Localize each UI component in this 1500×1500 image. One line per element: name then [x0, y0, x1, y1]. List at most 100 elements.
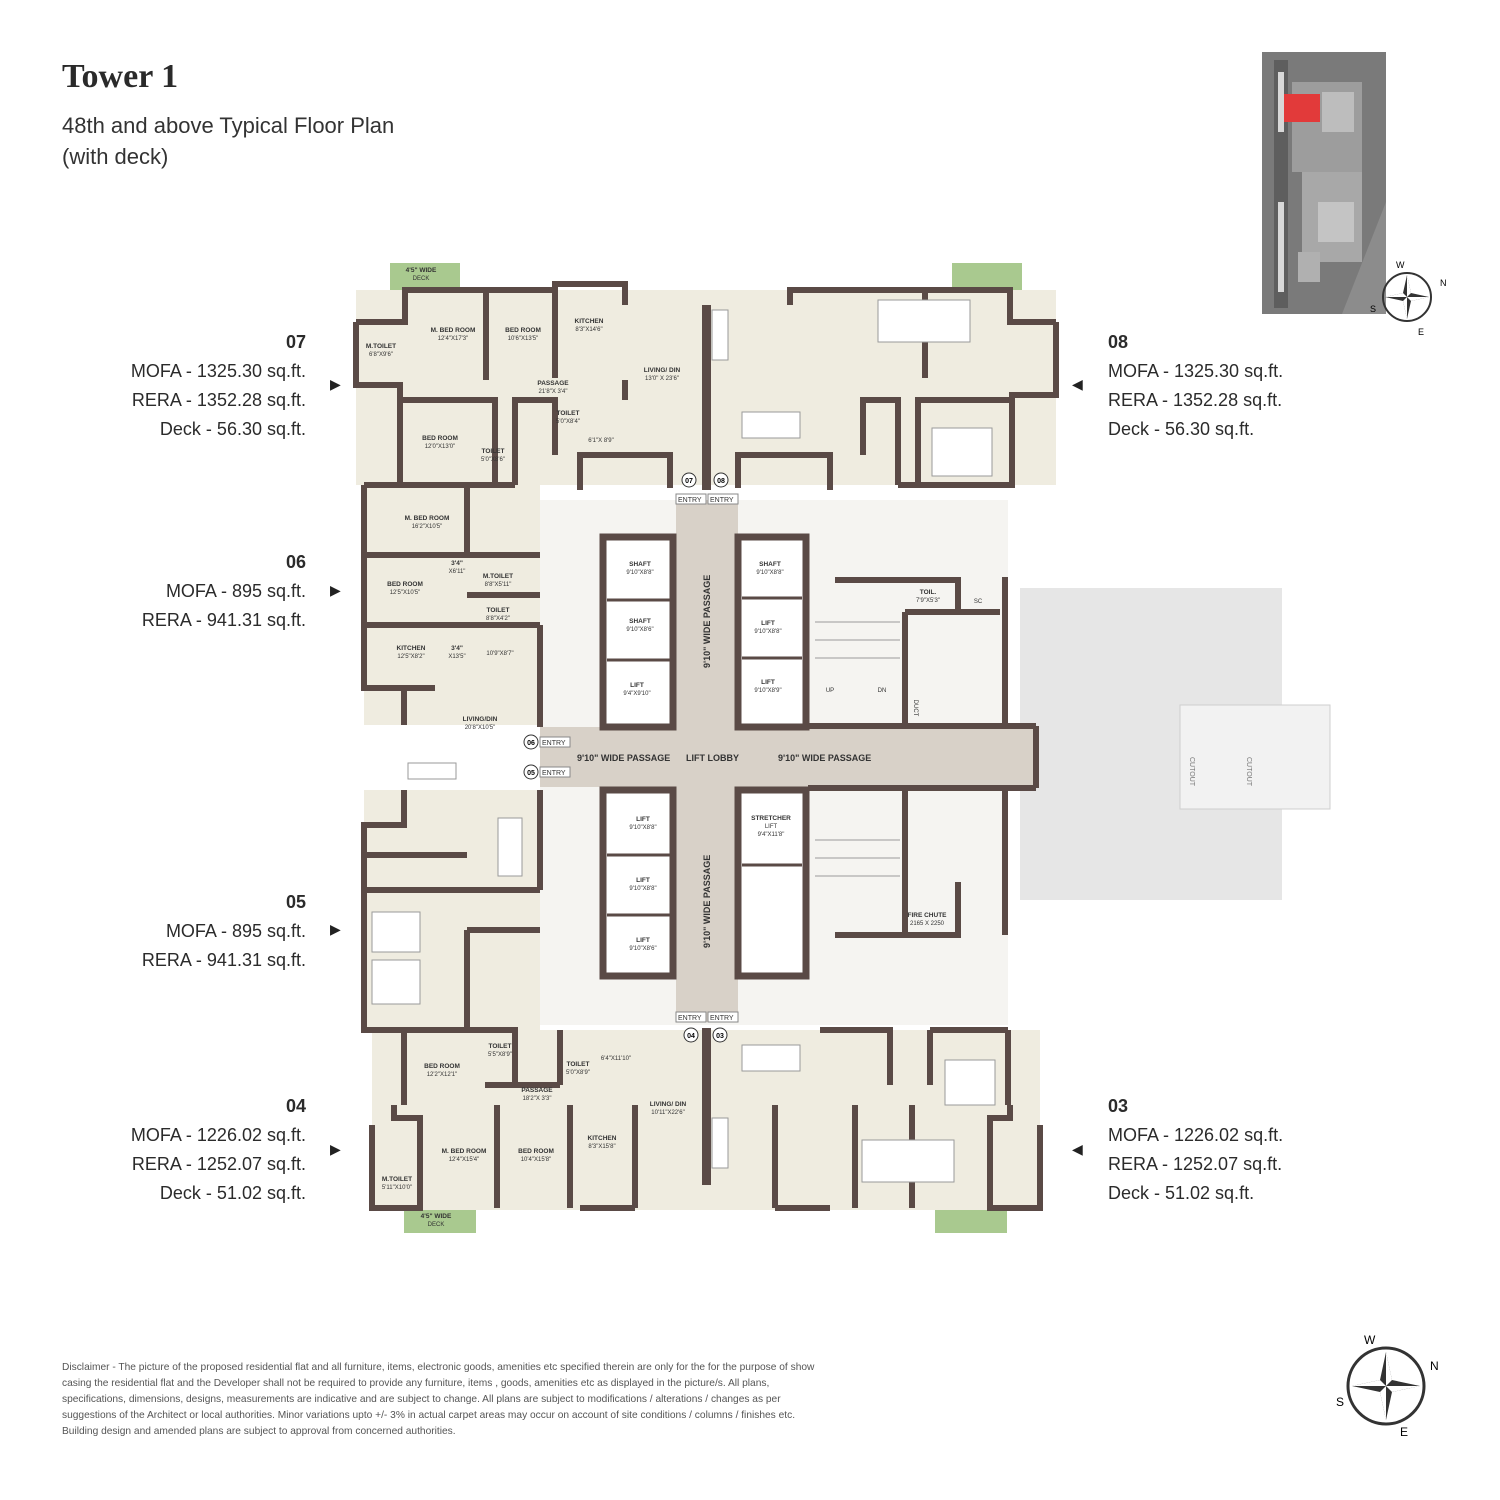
- room-label-lift-e: LIFT 9'10"X8'8": [629, 877, 656, 892]
- unit-03-dining-table: [741, 1044, 801, 1072]
- room-label-line: LIFT: [765, 824, 778, 830]
- unit-08-bed: [877, 299, 971, 343]
- core-left-top-block: [599, 533, 677, 731]
- compass-large-icon: W N S E: [1336, 1333, 1439, 1439]
- room-label-sc: SC: [974, 599, 983, 605]
- room-label-line: LIFT: [761, 679, 775, 686]
- room-label-line: LIFT: [761, 620, 775, 627]
- room-label-line: 6'8"X9'6": [369, 352, 393, 358]
- room-label-line: TOILET: [489, 1043, 512, 1050]
- unit-07-info: 07 MOFA - 1325.30 sq.ft. RERA - 1352.28 …: [131, 328, 306, 444]
- room-label-line: 8'3"X14'6": [575, 327, 602, 333]
- cutout-label-1: CUTOUT: [1188, 757, 1195, 787]
- room-label-line: M.TOILET: [366, 343, 396, 350]
- entry-tag-08: ENTRY: [710, 497, 734, 504]
- page-title: Tower 1: [62, 58, 179, 95]
- core-right-top-block: [734, 533, 810, 731]
- unit-06-mofa: MOFA - 895 sq.ft.: [165, 581, 306, 601]
- room-label-line: LIFT: [636, 877, 650, 884]
- core-left-bottom-block: [599, 786, 677, 980]
- cutout-inner: [1179, 704, 1331, 810]
- room-label-line: M.TOILET: [483, 573, 513, 580]
- entry-tag-07: ENTRY: [678, 497, 702, 504]
- room-label-u06-small1: 3'4"X6'11": [449, 560, 466, 575]
- entry-circle-05: 05: [527, 770, 535, 777]
- unit-03-bed: [861, 1139, 955, 1183]
- room-label-line: 20'8"X10'5": [465, 725, 496, 731]
- unit-07-arrow-icon: ▶: [330, 376, 341, 392]
- room-label-u04-extra: 6'4"X11'10": [601, 1056, 631, 1062]
- unit-08-info: 08 MOFA - 1325.30 sq.ft. RERA - 1352.28 …: [1108, 328, 1283, 444]
- subtitle-line-1: 48th and above Typical Floor Plan: [62, 113, 395, 138]
- room-label-line: KITCHEN: [397, 645, 426, 652]
- passage-label-vert-top: 9'10" WIDE PASSAGE: [702, 575, 712, 668]
- unit-04-mofa: MOFA - 1226.02 sq.ft.: [130, 1125, 306, 1145]
- unit-07-number: 07: [285, 332, 306, 352]
- room-label-line: M. BED ROOM: [405, 515, 450, 522]
- room-label-line: M.TOILET: [382, 1176, 412, 1183]
- subtitle-line-2: (with deck): [62, 144, 169, 169]
- room-label-line: BED ROOM: [518, 1148, 554, 1155]
- room-label-line: 9'10"X8'8": [629, 886, 656, 892]
- room-label-line: 5'0"X8'9": [566, 1070, 590, 1076]
- room-label-u06-mtoilet: M.TOILET 8'8"X5'11": [483, 573, 513, 588]
- room-label-up: UP: [826, 688, 834, 694]
- unit-08-mofa: MOFA - 1325.30 sq.ft.: [1108, 361, 1284, 381]
- room-label-line: 9'10"X8'6": [629, 946, 656, 952]
- room-label-line: 10'4"X15'8": [521, 1157, 552, 1163]
- room-label-line: 4'5" WIDE: [421, 1213, 452, 1220]
- room-label-line: 8'8"X5'11": [485, 582, 512, 588]
- unit-08-rera: RERA - 1352.28 sq.ft.: [1108, 390, 1283, 410]
- room-label-line: PASSAGE: [537, 380, 569, 387]
- entry-tag-03: ENTRY: [710, 1015, 734, 1022]
- room-label-dn: DN: [878, 688, 887, 694]
- unit-08-number: 08: [1108, 332, 1129, 352]
- unit-07-deck: Deck - 56.30 sq.ft.: [159, 419, 306, 439]
- room-label-line: 21'8"X 3'4": [539, 389, 568, 395]
- room-label-line: M. BED ROOM: [442, 1148, 487, 1155]
- horizontal-passage: [540, 727, 1036, 787]
- unit-03-sofa: [711, 1117, 729, 1169]
- unit-05-dining-table: [497, 817, 523, 877]
- room-label-line: LIFT: [636, 816, 650, 823]
- room-label-toil: TOIL.7'9"X5'3": [916, 589, 940, 604]
- room-label-line: DECK: [428, 1222, 445, 1228]
- room-label-line: 16'2"X10'5": [412, 524, 443, 530]
- entry-circle-08: 08: [717, 478, 725, 485]
- unit-06-rera: RERA - 941.31 sq.ft.: [141, 610, 306, 630]
- unit-05-mofa: MOFA - 895 sq.ft.: [165, 921, 306, 941]
- unit-05-bed: [371, 911, 421, 953]
- room-label-u06-extra: 10'9"X8'7": [486, 651, 513, 657]
- room-label-line: 8'8"X4'2": [486, 616, 510, 622]
- room-label-line: DECK: [413, 276, 430, 282]
- unit-04-rera: RERA - 1252.07 sq.ft.: [131, 1154, 306, 1174]
- room-label-line: 9'10"X8'9": [754, 688, 781, 694]
- unit-08-dining-table: [741, 411, 801, 439]
- room-label-line: BED ROOM: [505, 327, 541, 334]
- unit-03-deck: Deck - 51.02 sq.ft.: [1108, 1183, 1255, 1203]
- room-label-line: 7'9"X5'3": [916, 598, 940, 604]
- room-label-duct: DUCT: [912, 700, 918, 717]
- entry-circle-04: 04: [687, 1033, 695, 1040]
- room-label-u07-passage: PASSAGE 21'8"X 3'4": [537, 380, 569, 395]
- room-label-deck-bottom: 4'5" WIDE DECK: [421, 1213, 452, 1228]
- room-label-line: TOILET: [557, 410, 580, 417]
- room-label-line: 10'6"X13'5": [508, 336, 539, 342]
- room-label-line: 6'4"X11'10": [601, 1056, 631, 1062]
- room-label-line: BED ROOM: [422, 435, 458, 442]
- room-label-line: SC: [974, 599, 983, 605]
- compass-large-w: W: [1364, 1333, 1376, 1347]
- unit-06-number: 06: [285, 552, 306, 572]
- room-label-line: 9'10"X8'8": [626, 570, 653, 576]
